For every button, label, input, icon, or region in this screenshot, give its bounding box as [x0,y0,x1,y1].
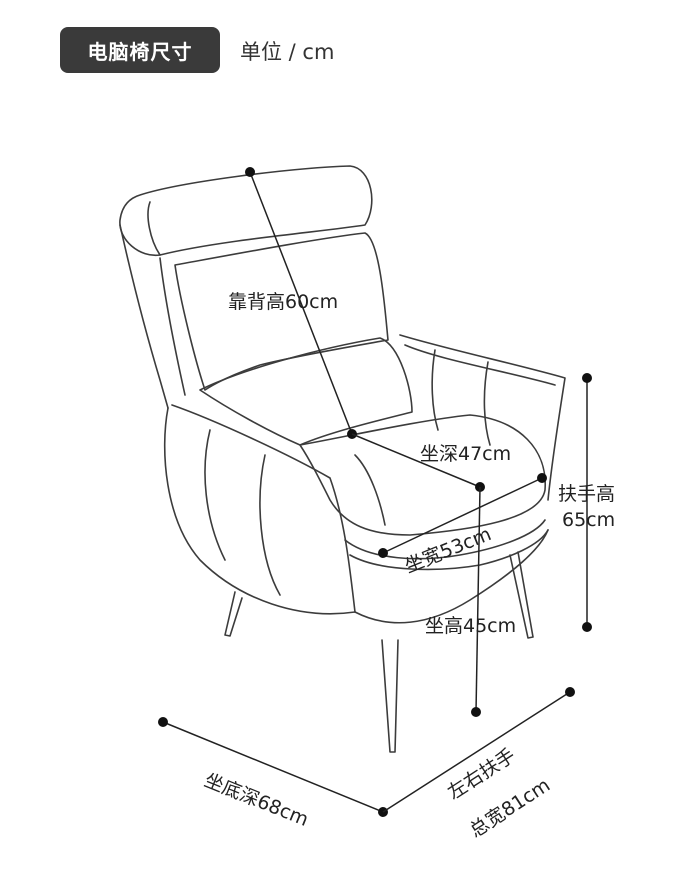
armrest-top-dot [582,373,592,383]
page-title: 电脑椅尺寸 [60,27,220,73]
leg-back-left [224,591,243,637]
lumbar-pillow [199,337,413,446]
seat-cushion [299,414,546,536]
base-back-dot [158,717,168,727]
backrest-height-label: 靠背高60cm [228,291,338,313]
seat-height-label: 坐高45cm [425,615,516,637]
back-cushion [174,232,389,391]
backrest-height-line [249,171,353,435]
right-armrest [399,334,566,501]
seat-depth-line [351,433,481,488]
dimension-lines [158,167,592,817]
seat-width-line [382,477,543,554]
base-depth-line [162,721,384,813]
left-armrest [171,404,356,613]
armrest-bottom-dot [582,622,592,632]
total-width-right-dot [565,687,575,697]
backrest-top-dot [245,167,255,177]
back-shell [119,224,169,409]
chair-illustration [119,165,566,753]
seat-right-dot [537,473,547,483]
leg-front-right [509,551,534,639]
armrest-height-label-1: 扶手高 [558,483,615,505]
headrest [119,165,373,257]
seat-left-dot [378,548,388,558]
leg-front-left [381,639,399,753]
unit-label: 单位 / cm [240,40,335,64]
base-depth-label: 坐底深68cm [201,769,311,831]
seat-height-line [475,486,481,713]
armrest-height-label-2: 65cm [562,509,615,531]
total-width-line [382,691,571,813]
seat-depth-label: 坐深47cm [420,443,511,465]
floor-dot [471,707,481,717]
